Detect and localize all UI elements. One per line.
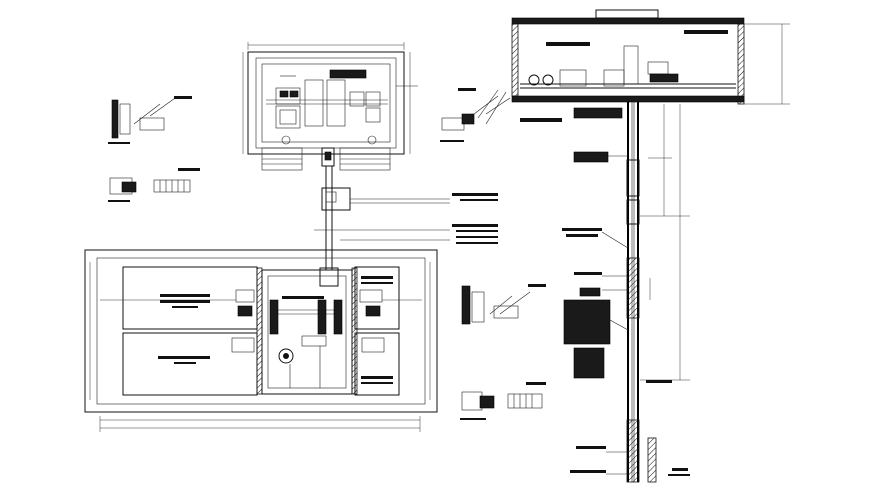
- pump-house-section: [477, 9, 790, 125]
- pipe-run-vertical: [314, 166, 450, 287]
- borehole-callouts: [562, 151, 690, 476]
- detail-valve-top: [440, 88, 511, 142]
- detail-mid-left: [108, 168, 200, 202]
- detail-top-left: [108, 95, 192, 144]
- pump-house-plan: [242, 42, 418, 171]
- leader-notes-center: [452, 193, 498, 244]
- detail-valve-mid: [461, 284, 546, 325]
- tank-plan: [84, 249, 438, 432]
- detail-valve-bottom: [460, 382, 546, 420]
- borehole-section: [601, 102, 690, 483]
